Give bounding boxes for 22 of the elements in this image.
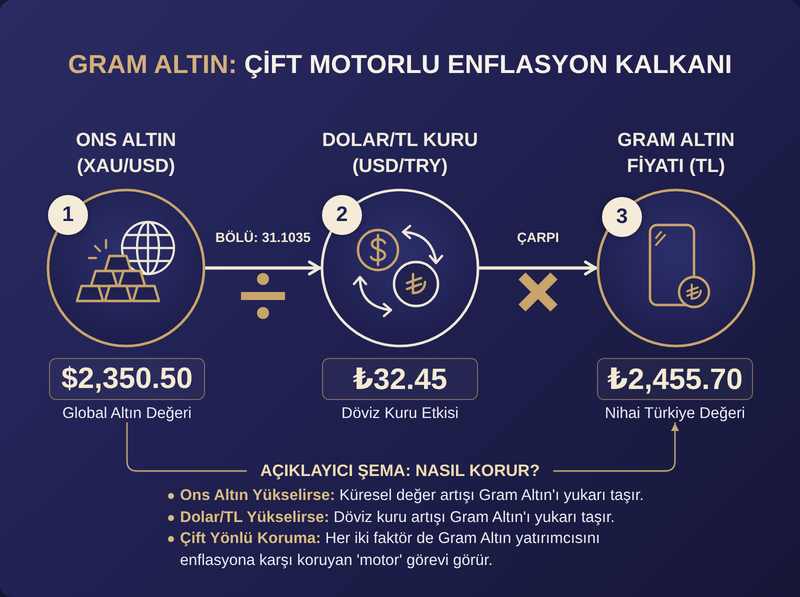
step-heading: ONS ALTIN (XAU/USD) [74, 129, 178, 179]
value-caption: Döviz Kuru Etkisi [341, 404, 459, 423]
value-box: ₺2,455.70 [597, 358, 753, 400]
step-number-badge: 2 [322, 195, 362, 235]
value-caption: Nihai Türkiye Değeri [604, 404, 746, 423]
step-number-badge: 1 [48, 195, 88, 235]
step-heading: DOLAR/TL KURU (USD/TRY) [321, 129, 479, 179]
step-heading: GRAM ALTIN FİYATI (TL) [616, 129, 736, 179]
bullet-text: Dolar/TL Yükselirse: Döviz kuru artışı Gram Altın'ı yukarı taşır. [180, 508, 616, 528]
bullet-text: Ons Altın Yükselirse: Küresel değer artışı Gram Altın'ı yukarı taşır. [180, 486, 645, 506]
value-box: $2,350.50 [49, 358, 205, 400]
arrow [553, 422, 679, 472]
edge-label: BÖLÜ: 31.1035 [215, 230, 311, 246]
value-caption: Global Altın Değeri [62, 404, 192, 423]
arrow [478, 260, 598, 276]
bullet-text: Çift Yönlü Koruma: Her iki faktör de Gram Altın yatırımcısını enflasyona karşı koruyan 'motor' görevi görür. [180, 529, 602, 572]
edge-label: ÇARPI [517, 230, 559, 246]
title: GRAM ALTIN: ÇİFT MOTORLU ENFLASYON KALKANI [68, 48, 732, 80]
connector-line [126, 422, 247, 472]
value-box: ₺32.45 [322, 358, 478, 400]
section-heading: AÇIKLAYICI ŞEMA: NASIL KORUR? [246, 461, 554, 481]
arrow [204, 260, 322, 276]
